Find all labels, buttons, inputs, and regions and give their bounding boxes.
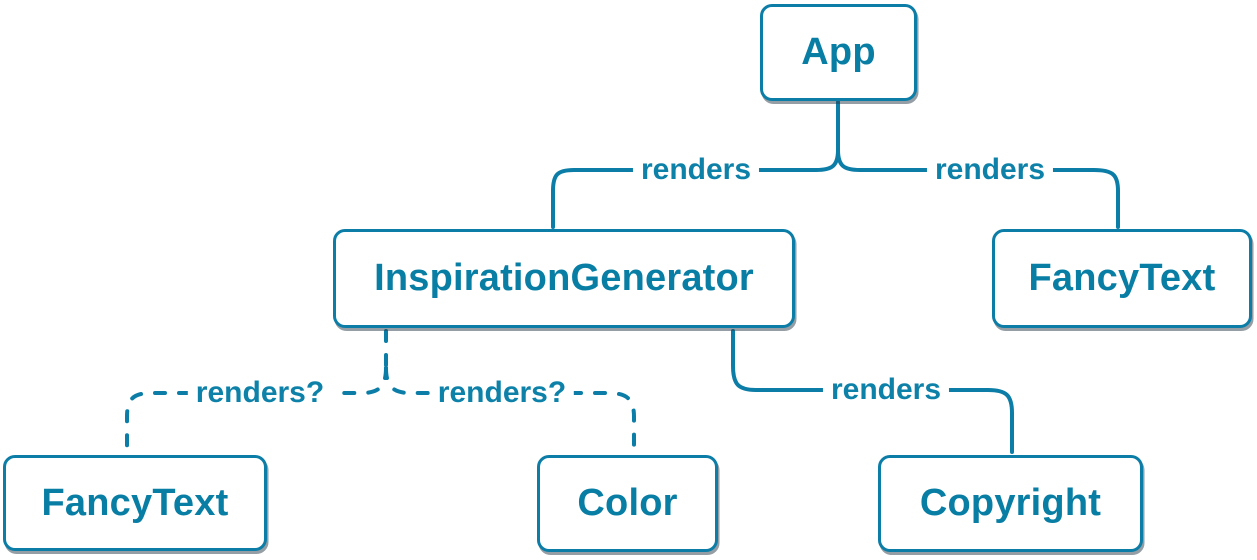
node-copyright-label: Copyright [919, 482, 1102, 524]
node-fancy-text-top: FancyText [992, 229, 1252, 328]
node-color-label: Color [577, 482, 678, 524]
node-app-label: App [801, 31, 876, 73]
edge-label-inspirationgenerator-fancytext: renders? [187, 378, 333, 408]
node-fancy-text-top-label: FancyText [1028, 257, 1216, 299]
edge-inspirationgenerator-copyright [731, 329, 1014, 454]
node-color: Color [537, 455, 718, 552]
node-app: App [760, 4, 917, 101]
node-copyright: Copyright [878, 455, 1143, 552]
node-fancy-text-bottom: FancyText [3, 455, 267, 551]
edge-label-app-inspirationgenerator: renders [632, 155, 760, 185]
edge-inspirationgenerator-color-dashed [384, 366, 636, 453]
edge-label-app-fancytext: renders [926, 155, 1054, 185]
node-inspiration-generator: InspirationGenerator [333, 229, 795, 328]
node-fancy-text-bottom-label: FancyText [41, 481, 229, 524]
edge-app-fancytext [836, 148, 1120, 229]
node-inspiration-generator-label: InspirationGenerator [374, 257, 754, 299]
edge-label-inspirationgenerator-color: renders? [429, 378, 575, 408]
edge-label-inspirationgenerator-copyright: renders [822, 375, 950, 405]
